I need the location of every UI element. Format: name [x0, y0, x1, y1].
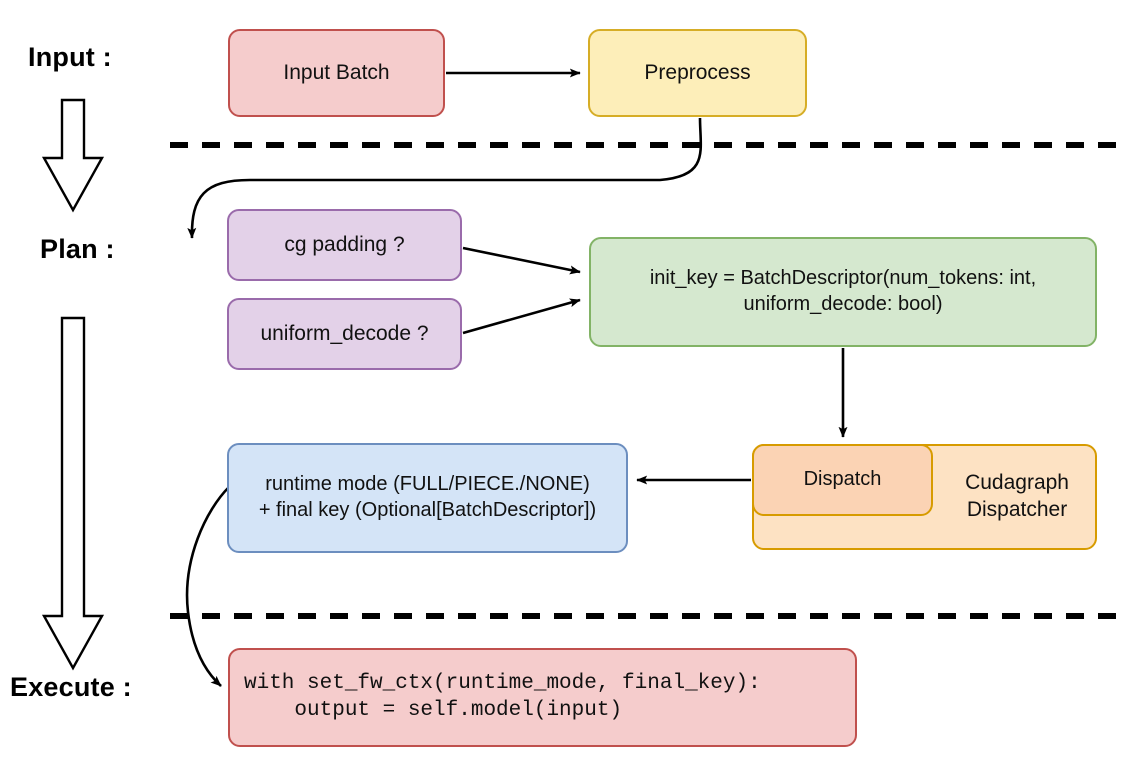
arrow-runtime-to-execute: [185, 486, 230, 687]
arrow-cgpad-to-initkey: [462, 246, 581, 275]
node-label-dispatch: Dispatch: [803, 468, 882, 491]
node-cg-padding[interactable]: cg padding ?: [227, 209, 462, 281]
stage-arrow-input-plan: [41, 98, 105, 213]
node-label-runtime-mode: runtime mode (FULL/PIECE./NONE) + final …: [258, 473, 597, 521]
arrow-uniform-to-initkey: [462, 298, 581, 335]
node-label-uniform-decode: uniform_decode ?: [260, 321, 429, 345]
node-label-cg-padding: cg padding ?: [284, 232, 405, 256]
stage-label-execute: Execute :: [10, 672, 132, 702]
node-runtime-mode[interactable]: runtime mode (FULL/PIECE./NONE) + final …: [227, 443, 628, 553]
stage-label-plan: Plan :: [40, 234, 115, 264]
node-init-key[interactable]: init_key = BatchDescriptor(num_tokens: i…: [589, 237, 1097, 347]
node-label-input-batch: Input Batch: [283, 60, 390, 84]
node-preprocess[interactable]: Preprocess: [588, 29, 807, 117]
node-label-cudagraph-dispatcher: Cudagraph Dispatcher: [965, 471, 1069, 521]
node-input-batch[interactable]: Input Batch: [228, 29, 445, 117]
node-label-init-key: init_key = BatchDescriptor(num_tokens: i…: [649, 267, 1037, 315]
node-uniform-decode[interactable]: uniform_decode ?: [227, 298, 462, 370]
node-dispatch[interactable]: Dispatch: [752, 444, 933, 516]
stage-arrow-plan-execute: [41, 316, 105, 671]
node-label-execute-code: with set_fw_ctx(runtime_mode, final_key)…: [244, 671, 761, 722]
node-label-preprocess: Preprocess: [644, 60, 751, 84]
stage-label-input: Input :: [28, 42, 112, 72]
node-execute-code[interactable]: with set_fw_ctx(runtime_mode, final_key)…: [228, 648, 857, 747]
